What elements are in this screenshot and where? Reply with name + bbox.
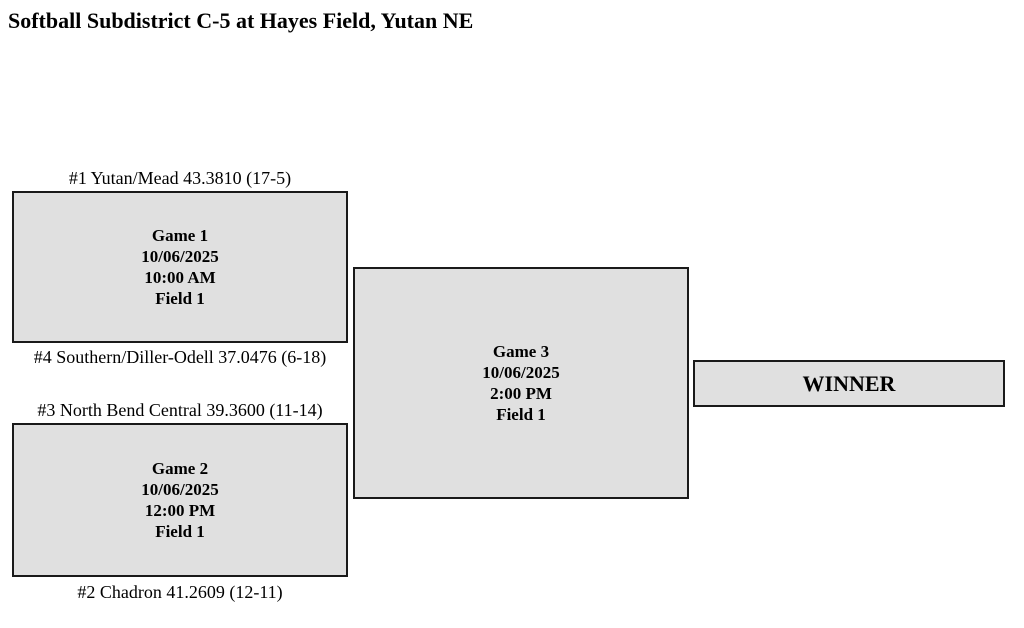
winner-label: WINNER <box>802 370 896 396</box>
game1-name: Game 1 <box>151 226 209 245</box>
game1-date: 10/06/2025 <box>141 247 219 266</box>
game1-box: Game 1 10/06/2025 10:00 AM Field 1 <box>12 191 348 343</box>
seed-label-yutan-mead: #1 Yutan/Mead 43.3810 (17-5) <box>68 168 292 188</box>
winner-box: WINNER <box>693 360 1005 407</box>
seed-label-north-bend-central: #3 North Bend Central 39.3600 (11-14) <box>37 400 323 420</box>
game3-name: Game 3 <box>492 342 550 361</box>
game1-time: 10:00 AM <box>144 268 216 287</box>
page-title: Softball Subdistrict C-5 at Hayes Field,… <box>8 8 474 33</box>
game3-box: Game 3 10/06/2025 2:00 PM Field 1 <box>353 267 689 499</box>
game2-name: Game 2 <box>151 459 209 478</box>
game2-time: 12:00 PM <box>144 501 216 520</box>
seed-label-chadron: #2 Chadron 41.2609 (12-11) <box>77 582 283 602</box>
game2-box: Game 2 10/06/2025 12:00 PM Field 1 <box>12 423 348 577</box>
game3-time: 2:00 PM <box>490 384 552 403</box>
game3-date: 10/06/2025 <box>482 363 560 382</box>
game1-field: Field 1 <box>155 289 205 308</box>
seed-label-southern-diller-odell: #4 Southern/Diller-Odell 37.0476 (6-18) <box>33 347 327 367</box>
game3-field: Field 1 <box>496 405 546 424</box>
game2-field: Field 1 <box>155 522 205 541</box>
game2-date: 10/06/2025 <box>141 480 219 499</box>
